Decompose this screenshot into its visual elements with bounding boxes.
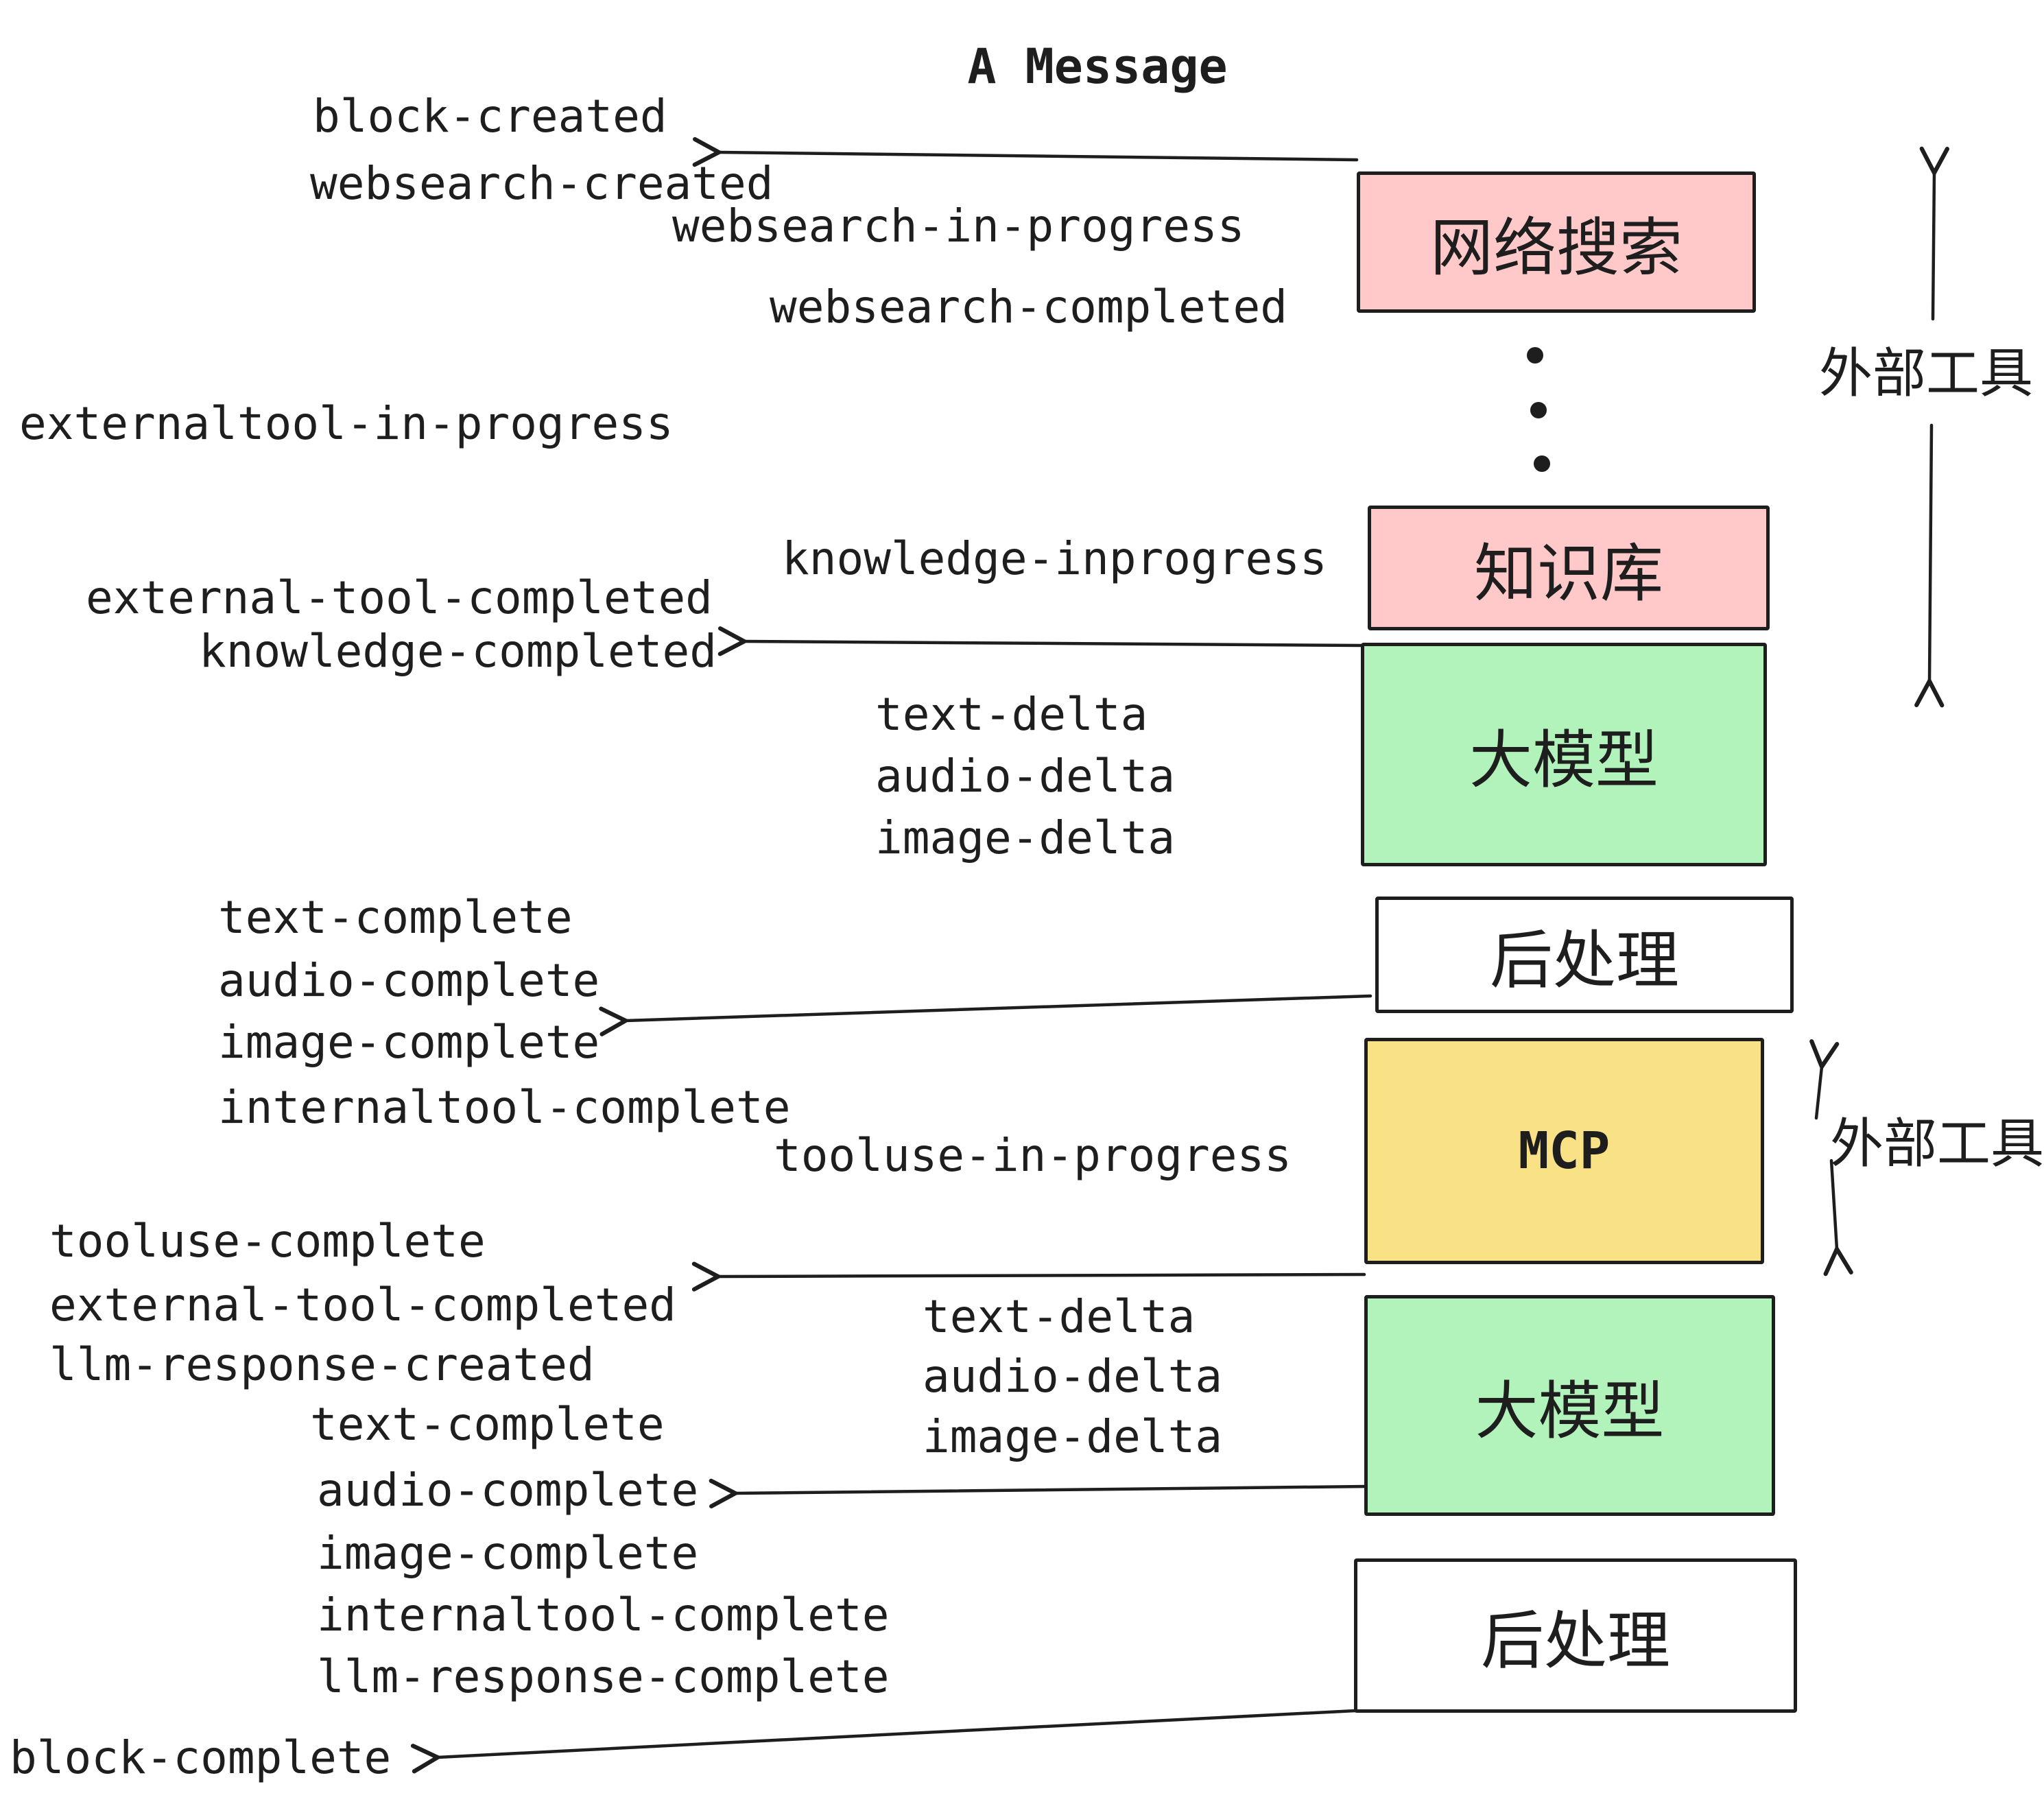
event-tooluse-complete: tooluse-complete: [49, 1215, 486, 1268]
event-image-complete2: image-complete: [317, 1527, 699, 1580]
box-llm-1-label: 大模型: [1469, 723, 1659, 797]
box-postprocess-2-label: 后处理: [1480, 1604, 1670, 1678]
event-image-delta: image-delta: [875, 811, 1176, 864]
arrow-knowledge-completed: [744, 641, 1363, 645]
external-tools-up-arrow: [1933, 173, 1934, 321]
box-knowledge: 知识库: [1368, 506, 1770, 630]
event-externaltool-in-progress: externaltool-in-progress: [19, 397, 674, 450]
event-image-delta2: image-delta: [923, 1410, 1223, 1463]
event-text-complete: text-complete: [218, 891, 573, 944]
event-audio-delta: audio-delta: [875, 750, 1176, 803]
event-block-complete: block-complete: [10, 1731, 392, 1784]
event-image-complete: image-complete: [218, 1016, 600, 1069]
box-postprocess-1-label: 后处理: [1489, 923, 1679, 997]
box-postprocess-2: 后处理: [1354, 1558, 1797, 1713]
arrow-internal-complete: [626, 994, 1372, 1021]
event-websearch-created: websearch-created: [310, 157, 774, 210]
event-text-complete2: text-complete: [310, 1398, 665, 1451]
box-websearch: 网络搜索: [1357, 171, 1756, 313]
event-tooluse-in-progress: tooluse-in-progress: [774, 1129, 1292, 1182]
arrow-llm-complete: [735, 1486, 1368, 1493]
box-websearch-label: 网络搜索: [1429, 211, 1683, 285]
event-audio-delta2: audio-delta: [923, 1350, 1223, 1403]
event-text-delta2: text-delta: [923, 1290, 1196, 1343]
box-postprocess-1: 后处理: [1375, 897, 1794, 1013]
external-tools-annotation-2: 外部工具: [1830, 1113, 2044, 1175]
event-text-delta: text-delta: [875, 688, 1148, 741]
box-llm-2-label: 大模型: [1475, 1374, 1665, 1448]
event-knowledge-completed: knowledge-completed: [199, 625, 717, 678]
external-tools-down-arrow: [1929, 423, 1932, 681]
event-knowledge-inprogress: knowledge-inprogress: [782, 532, 1327, 585]
box-llm-1: 大模型: [1361, 643, 1767, 866]
arrow-tooluse-complete: [718, 1274, 1366, 1277]
external-tools-annotation-1: 外部工具: [1819, 343, 2034, 405]
diagram-title: A Message: [967, 38, 1228, 95]
event-external-tool-completed2: external-tool-completed: [49, 1279, 676, 1331]
ellipsis-dot: [1527, 347, 1543, 364]
event-audio-complete: audio-complete: [218, 954, 600, 1007]
event-llm-response-created: llm-response-created: [49, 1338, 595, 1391]
event-external-tool-completed: external-tool-completed: [86, 571, 713, 624]
external-tools2-up-arrow: [1816, 1067, 1822, 1120]
external-tools2-down-arrow: [1831, 1159, 1837, 1249]
ellipsis-dot: [1534, 455, 1550, 472]
box-llm-2: 大模型: [1364, 1295, 1775, 1516]
box-mcp: MCP: [1364, 1038, 1764, 1264]
event-internaltool-complete2: internaltool-complete: [317, 1589, 890, 1641]
event-llm-response-complete: llm-response-complete: [317, 1650, 890, 1703]
event-websearch-in-progress: websearch-in-progress: [672, 200, 1245, 252]
event-audio-complete2: audio-complete: [317, 1464, 699, 1517]
ellipsis-dot: [1530, 402, 1547, 418]
event-websearch-completed: websearch-completed: [770, 281, 1287, 333]
box-knowledge-label: 知识库: [1473, 536, 1663, 610]
arrow-websearch-created: [719, 152, 1359, 160]
event-internaltool-complete: internaltool-complete: [218, 1081, 791, 1134]
box-mcp-label: MCP: [1518, 1121, 1611, 1180]
arrow-block-complete: [438, 1709, 1357, 1757]
event-block-created: block-created: [313, 90, 667, 143]
